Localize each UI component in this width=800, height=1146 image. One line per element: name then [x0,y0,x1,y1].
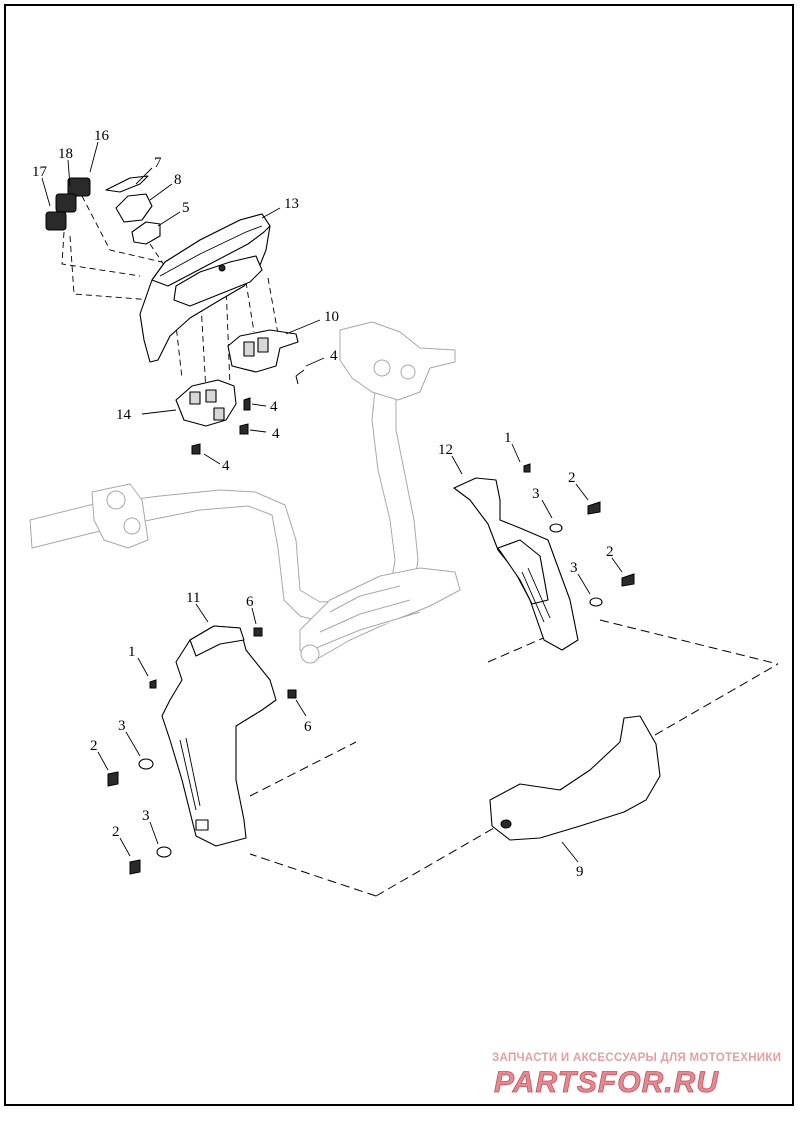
callout-3b: 3 [570,560,578,576]
callout-4c: 4 [272,426,280,442]
part-7-clip [105,175,149,193]
callout-2c: 2 [90,738,98,754]
parts-16-17-18-switches [45,177,91,231]
callout-4b: 4 [270,399,278,415]
callout-2a: 2 [568,470,576,486]
watermark-logo: PARTSFOR.RU [494,1066,719,1100]
callout-16: 16 [94,128,110,144]
callout-9: 9 [576,864,584,880]
callout-17: 17 [32,164,48,180]
callout-3c: 3 [118,718,126,734]
callout-11: 11 [186,590,200,606]
callout-6b: 6 [304,719,312,735]
watermark-tagline: ЗАПЧАСТИ И АКСЕССУАРЫ ДЛЯ МОТОТЕХНИКИ [492,1052,782,1064]
callout-10: 10 [324,309,339,325]
washers [138,523,603,858]
callout-4d: 4 [222,458,230,474]
callout-2d: 2 [112,824,120,840]
callout-1a: 1 [504,430,512,446]
callout-8: 8 [174,172,182,188]
ghost-handlebar [29,321,461,664]
callout-3a: 3 [532,486,540,502]
part-5-cap [131,221,161,245]
screws [107,369,635,875]
callout-7: 7 [154,155,162,171]
callout-14: 14 [116,407,132,423]
callout-6a: 6 [246,594,254,610]
part-12-right-cover [453,477,579,651]
part-13-upper-housing [139,213,271,363]
part-14-lower-switch-housing [175,379,237,427]
callout-leaders [41,141,623,863]
callout-labels: 16 18 17 7 8 5 13 10 4 14 4 4 4 1 12 2 3… [32,128,614,880]
drawing-border [4,4,794,1106]
callout-2b: 2 [606,544,614,560]
callout-1b: 1 [128,644,136,660]
callout-12: 12 [438,442,453,458]
callout-3d: 3 [142,808,150,824]
part-10-switch-housing [227,329,299,373]
part-6-plugs [253,627,297,699]
callout-13: 13 [284,196,299,212]
watermark-logo-text: PARTSFOR.RU [494,1066,719,1099]
part-8-bracket [115,193,153,223]
callout-5: 5 [182,200,190,216]
part-11-left-cover [161,625,277,847]
part-9-lower-cover [489,715,661,841]
callout-18: 18 [58,146,73,162]
callout-4a: 4 [330,348,338,364]
